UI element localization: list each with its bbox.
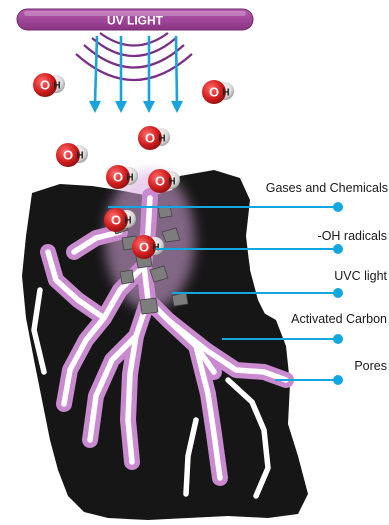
oxygen-symbol: O bbox=[145, 131, 155, 146]
oxygen-symbol: O bbox=[40, 78, 50, 93]
hydrogen-symbol: H bbox=[124, 216, 131, 227]
uv-light-bar: UV LIGHT bbox=[17, 9, 253, 30]
callout-label-gases: Gases and Chemicals bbox=[266, 181, 388, 195]
leader-dot bbox=[333, 334, 343, 344]
oh-molecule: OH bbox=[138, 126, 170, 150]
callout-label-activated-carbon: Activated Carbon bbox=[291, 312, 387, 326]
leader-dot bbox=[333, 244, 343, 254]
oxygen-symbol: O bbox=[63, 148, 73, 163]
callout-label-oh-radicals: -OH radicals bbox=[318, 229, 387, 243]
callout-label-uvc-light: UVC light bbox=[334, 269, 387, 283]
hydrogen-symbol: H bbox=[168, 177, 175, 188]
oxygen-symbol: O bbox=[139, 240, 149, 255]
leader-dot bbox=[333, 288, 343, 298]
hydrogen-symbol: H bbox=[126, 173, 133, 184]
uv-light-label: UV LIGHT bbox=[107, 14, 164, 28]
hydrogen-symbol: H bbox=[76, 151, 83, 162]
leader-dot bbox=[333, 375, 343, 385]
hydrogen-symbol: H bbox=[158, 134, 165, 145]
hydrogen-symbol: H bbox=[222, 88, 229, 99]
leader-dot bbox=[333, 202, 343, 212]
oxygen-symbol: O bbox=[113, 170, 123, 185]
uv-wave-arcs bbox=[76, 33, 192, 80]
oxygen-symbol: O bbox=[209, 85, 219, 100]
callout-label-pores: Pores bbox=[354, 359, 387, 373]
oxygen-symbol: O bbox=[155, 174, 165, 189]
oh-molecule: OH bbox=[33, 73, 65, 97]
oh-molecule: OH bbox=[202, 80, 234, 104]
oh-molecule: OH bbox=[56, 143, 88, 167]
oxygen-symbol: O bbox=[111, 213, 121, 228]
hydrogen-symbol: H bbox=[53, 81, 60, 92]
